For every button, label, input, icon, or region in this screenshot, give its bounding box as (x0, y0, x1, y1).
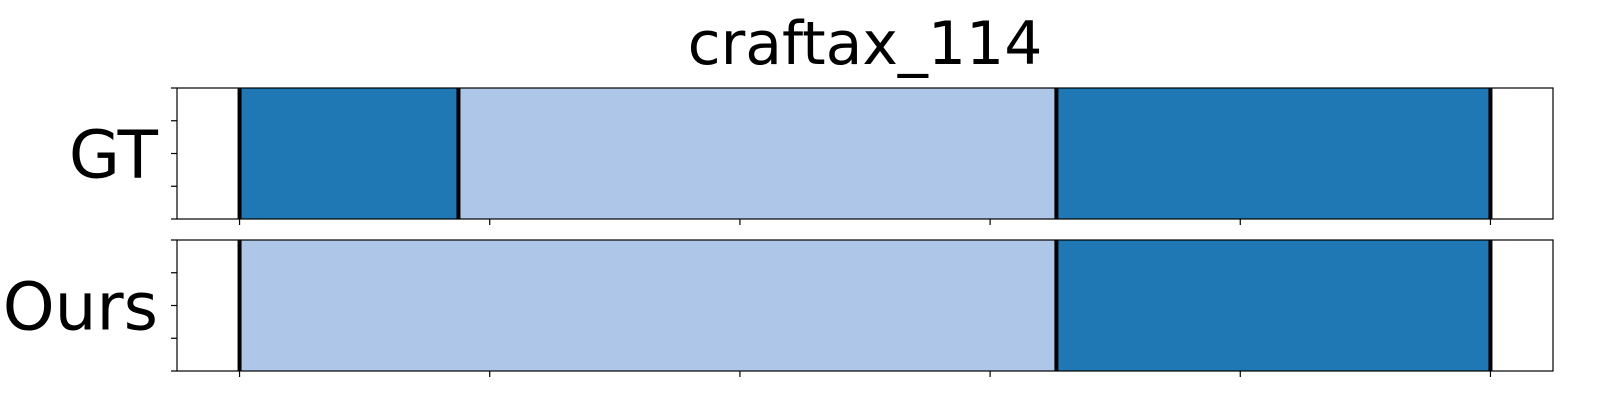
segment-gt-1 (458, 88, 1057, 219)
chart-title: craftax_114 (688, 9, 1043, 79)
segment-gt-0 (239, 88, 459, 219)
row-label-ours: Ours (3, 269, 158, 346)
row-label-gt: GT (69, 117, 159, 194)
segment-gt-2 (1056, 88, 1491, 219)
panels: GT Ours (3, 87, 1554, 377)
segment-ours-0 (239, 240, 1057, 371)
segment-ours-1 (1056, 240, 1491, 371)
